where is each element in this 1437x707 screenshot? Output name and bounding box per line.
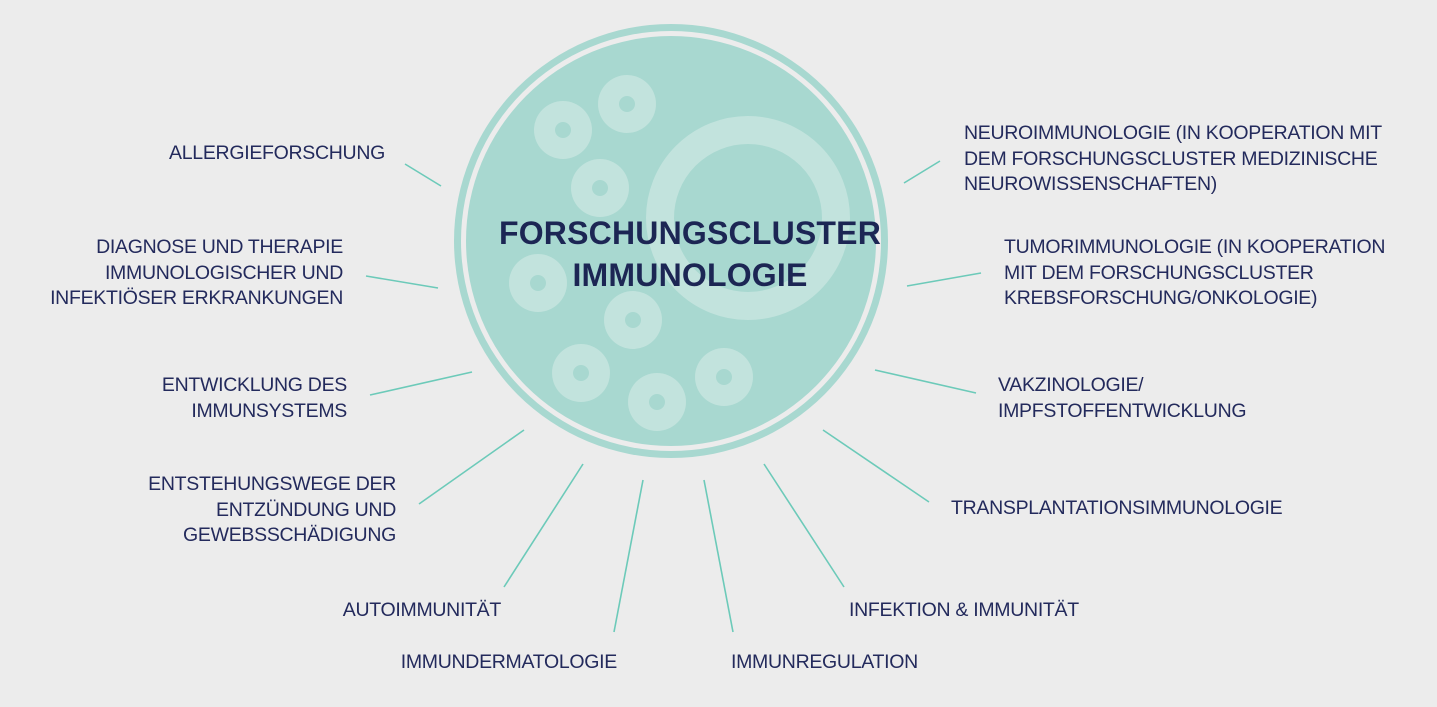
connector-autoimmunity	[503, 463, 584, 588]
connector-immunoregulation	[703, 479, 734, 633]
topic-diagnosis: DIAGNOSE UND THERAPIE IMMUNOLOGISCHER UN…	[50, 236, 343, 309]
topic-vaccinology: VAKZINOLOGIE/ IMPFSTOFFENTWICKLUNG	[998, 374, 1247, 422]
connector-infection	[763, 463, 845, 588]
topic-development: ENTWICKLUNG DES IMMUNSYSTEMS	[161, 374, 347, 422]
topic-infection: INFEKTION & IMMUNITÄT	[849, 599, 1079, 621]
connector-neuro	[903, 160, 941, 184]
connector-allergy	[404, 163, 442, 187]
connector-tumor	[906, 272, 982, 287]
connector-development	[369, 371, 473, 396]
connector-inflammation	[418, 429, 525, 505]
topic-transplantation: TRANSPLANTATIONSIMMUNOLOGIE	[951, 497, 1283, 519]
topic-autoimmunity: AUTOIMMUNITÄT	[342, 599, 502, 621]
connector-vaccinology	[874, 369, 977, 394]
connector-immunodermatology	[613, 479, 644, 633]
topic-immunoregulation: IMMUNREGULATION	[731, 651, 918, 673]
connector-transplantation	[822, 429, 930, 503]
topic-inflammation: ENTSTEHUNGSWEGE DER ENTZÜNDUNG UND GEWEB…	[148, 473, 396, 546]
cell-vesicles	[509, 75, 753, 431]
topic-tumor: TUMORIMMUNOLOGIE (IN KOOPERATION MIT DEM…	[1004, 236, 1386, 309]
cluster-title: FORSCHUNGSCLUSTER IMMUNOLOGIE	[498, 215, 882, 293]
connector-diagnosis	[365, 275, 439, 289]
topic-immunodermatology: IMMUNDERMATOLOGIE	[400, 651, 618, 673]
topic-neuro: NEUROIMMUNOLOGIE (IN KOOPERATION MIT DEM…	[964, 122, 1382, 195]
topic-allergy: ALLERGIEFORSCHUNG	[169, 142, 385, 164]
connectors	[365, 160, 982, 633]
cell-nucleus	[646, 116, 850, 320]
